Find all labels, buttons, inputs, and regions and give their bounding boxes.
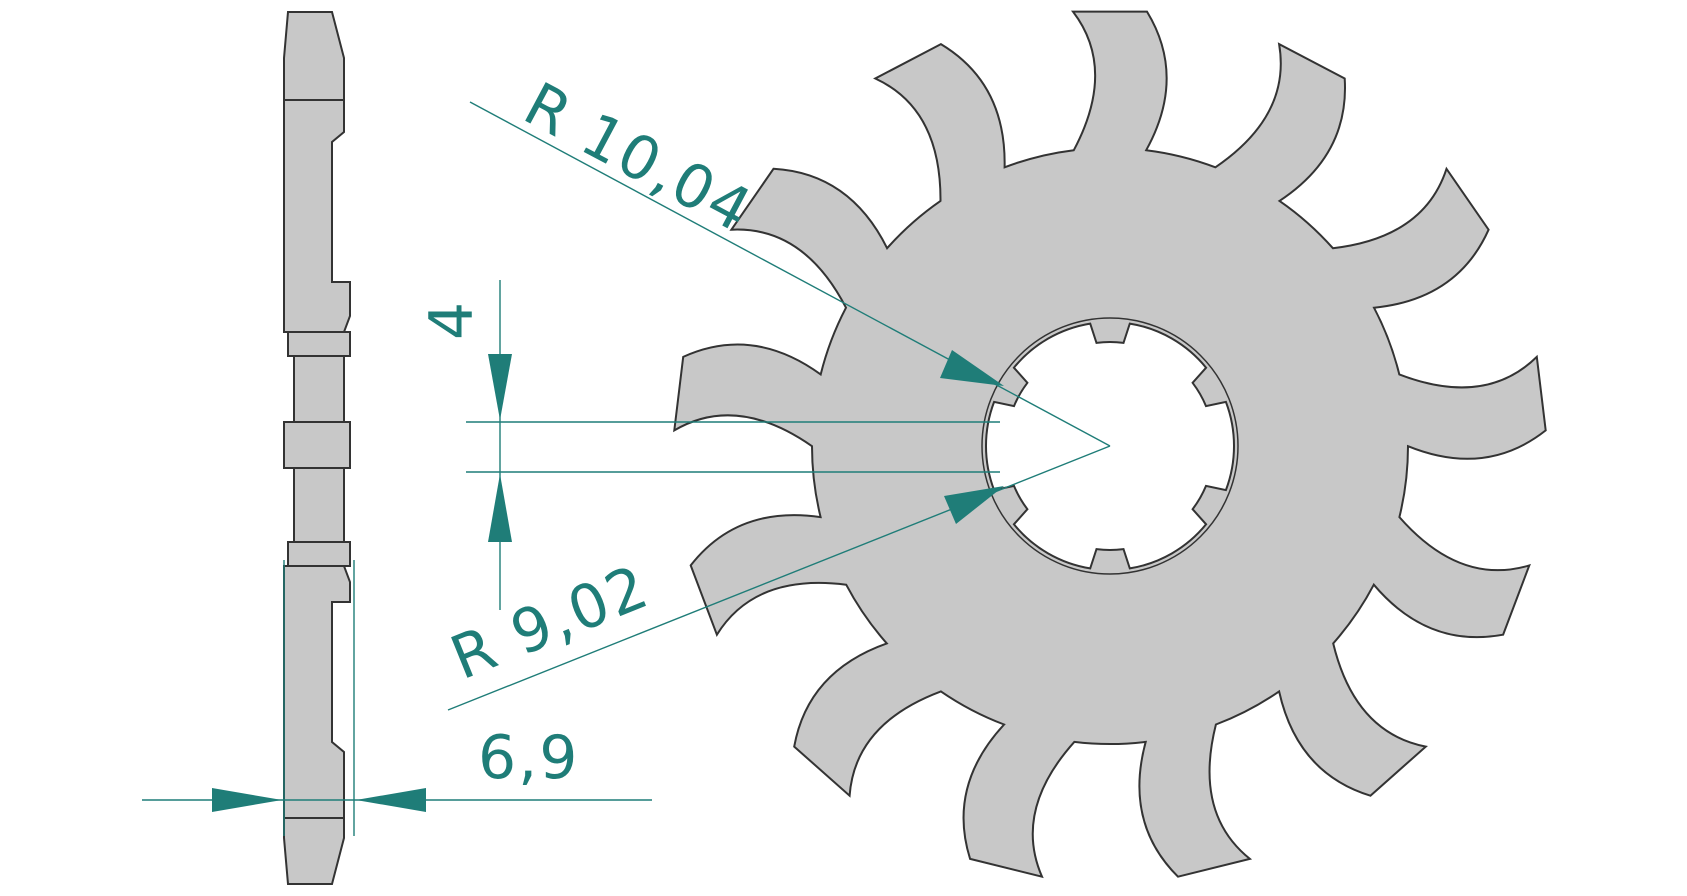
thickness-label: 6,9 [478,723,579,793]
thickness-arrow-left [212,788,282,812]
spline-width-arrow-bottom [488,474,512,542]
side-view [283,11,351,885]
side-view-bottom-body [283,565,351,885]
side-view-top-body [283,99,351,333]
side-view-hub-upper [287,331,351,357]
spline-width-arrow-top [488,354,512,420]
dimensions [142,101,1111,836]
spline-width-label: 4 [417,300,487,340]
inner-radius-leader [447,445,1111,711]
sprocket-bore-chamfer [981,317,1239,575]
side-view-hub-lower [287,541,351,567]
outer-radius-leader [469,101,1111,447]
side-view-top-tip [283,11,345,101]
side-view-spline-key [283,421,351,469]
thickness-arrow-right [356,788,426,812]
sprocket-front-view [673,10,1547,879]
inner-radius-arrow [944,486,1004,524]
outer-radius-arrow [940,350,1004,386]
outer-radius-label: R 10,04 [513,69,764,247]
inner-radius-label: R 9,02 [441,552,659,694]
